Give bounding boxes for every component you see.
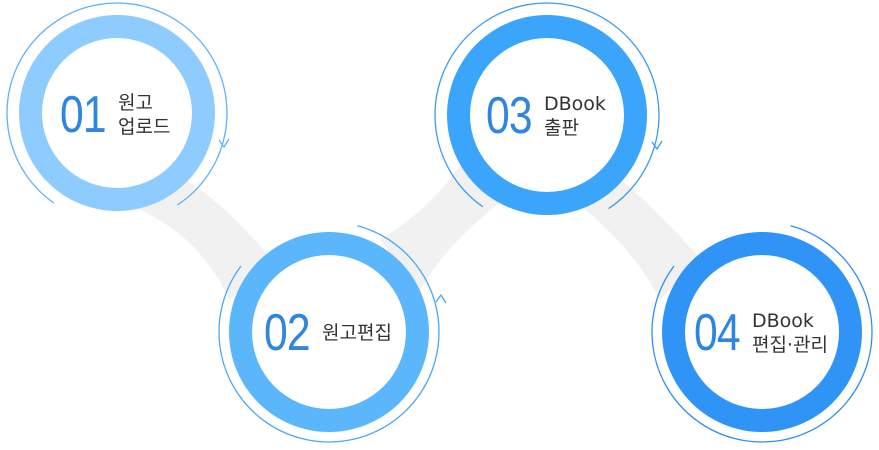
step-1-text: 원고 업로드 (118, 91, 170, 139)
step-4-inner (685, 255, 839, 409)
step-2-label: 02 원고편집 (264, 307, 392, 359)
connector-1-2 (130, 165, 270, 300)
step-4-outer-arc (651, 221, 873, 443)
step-2 (218, 221, 447, 443)
step-3-number: 03 (486, 87, 533, 145)
step-2-text-line-1: 원고편집 (322, 322, 392, 344)
step-3-text-line-1: DBook (544, 93, 606, 115)
step-1-text-line-1: 원고 (118, 92, 153, 114)
step-3 (434, 2, 663, 228)
step-1-text-line-2: 업로드 (118, 116, 171, 138)
step-1-label: 01 원고 업로드 (60, 89, 170, 141)
step-3-inner (470, 38, 624, 192)
step-1 (6, 2, 230, 224)
step-2-outer-arc (218, 221, 440, 443)
step-1-arrow-icon (218, 138, 230, 149)
step-3-text: DBook 출판 (544, 92, 606, 140)
step-4-text-line-1: DBook (752, 310, 814, 332)
step-1-outer-arc (6, 2, 228, 224)
step-3-label: 03 DBook 출판 (486, 90, 606, 142)
step-2-number: 02 (264, 304, 311, 362)
step-2-text: 원고편집 (322, 321, 392, 345)
step-4-text-line-2: 편집·관리 (752, 334, 828, 356)
step-2-inner (252, 255, 406, 409)
step-4-number: 04 (694, 304, 741, 362)
step-4 (651, 221, 873, 443)
step-4-text: DBook 편집·관리 (752, 309, 828, 357)
step-2-arrow-icon (435, 293, 447, 304)
step-3-text-line-2: 출판 (544, 117, 579, 139)
step-4-label: 04 DBook 편집·관리 (694, 307, 828, 359)
step-1-number: 01 (60, 86, 107, 144)
step-1-inner (42, 38, 192, 188)
connector-3-4 (580, 170, 700, 300)
step-3-outer-arc (434, 2, 660, 228)
step-3-arrow-icon (651, 140, 663, 151)
